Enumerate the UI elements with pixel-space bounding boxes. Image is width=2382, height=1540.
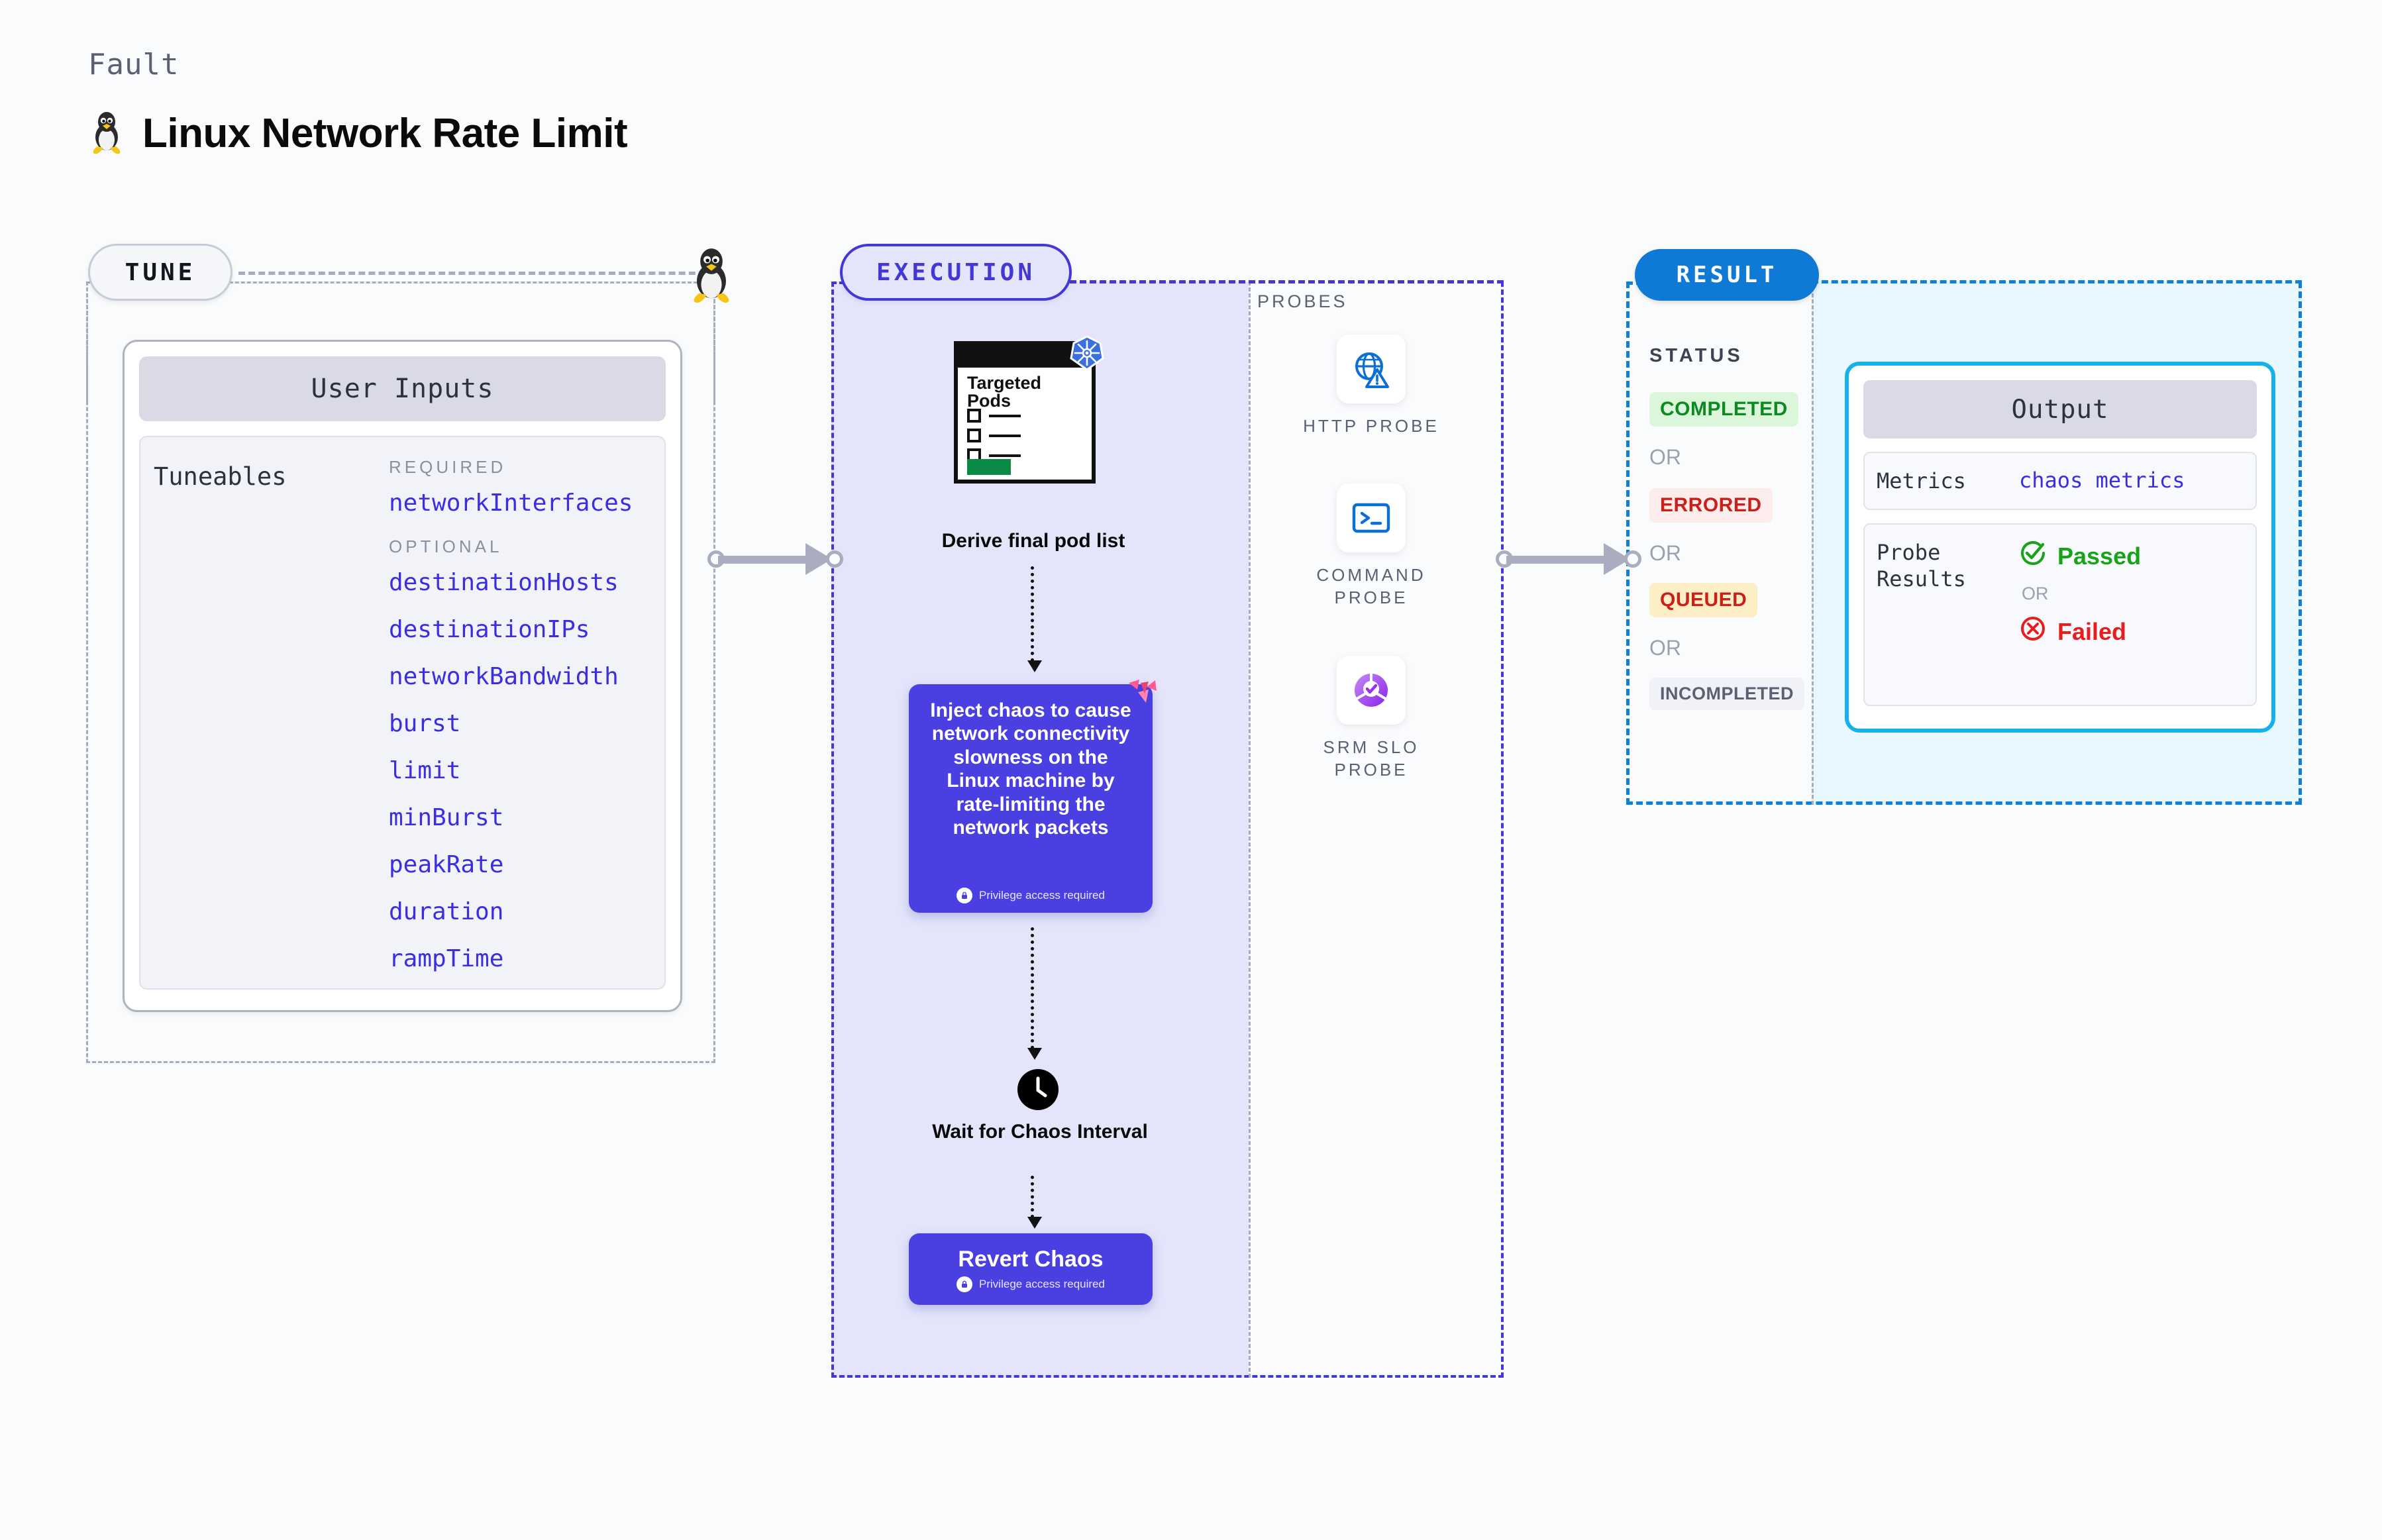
status-badge-incompleted: INCOMPLETED xyxy=(1649,678,1805,710)
output-title: Output xyxy=(1863,380,2257,438)
check-circle-icon xyxy=(2019,539,2047,573)
placeholder-line xyxy=(989,454,1021,457)
privilege-note-text: Privilege access required xyxy=(979,1277,1105,1290)
probes-divider xyxy=(1249,282,1251,1378)
metrics-value[interactable]: chaos metrics xyxy=(2019,468,2185,493)
status-badge-completed: COMPLETED xyxy=(1649,392,1798,427)
page-title-row: Linux Network Rate Limit xyxy=(88,109,628,158)
connector-execution-to-result xyxy=(1496,543,1645,575)
litmus-icon xyxy=(1126,678,1158,707)
failed-label: Failed xyxy=(2057,617,2127,645)
output-card: Output Metrics chaos metrics Probe Resul… xyxy=(1845,362,2275,733)
status-badge-queued: QUEUED xyxy=(1649,583,1758,617)
tuneable-burst[interactable]: burst xyxy=(389,710,461,737)
lock-icon xyxy=(957,1276,973,1292)
probe-results-row: Probe Results Passed OR xyxy=(1863,523,2257,706)
linux-penguin-icon xyxy=(88,109,125,158)
clock-icon xyxy=(1017,1069,1059,1110)
tuneables-label: Tuneables xyxy=(154,462,287,491)
pods-list-item xyxy=(967,429,1021,442)
probes-section-label: PROBES xyxy=(1257,291,1348,311)
status-divider xyxy=(1812,282,1814,805)
x-circle-icon xyxy=(2019,615,2047,648)
slo-donut-check-icon xyxy=(1337,656,1406,725)
tuneable-minburst[interactable]: minBurst xyxy=(389,804,504,831)
passed-label: Passed xyxy=(2057,542,2142,570)
probe-tile-http[interactable]: HTTP PROBE xyxy=(1295,334,1447,438)
terminal-icon xyxy=(1337,484,1406,552)
tune-section-pill: TUNE xyxy=(88,244,233,301)
tuneables-panel: Tuneables REQUIRED networkInterfaces OPT… xyxy=(139,436,666,990)
placeholder-line xyxy=(989,414,1021,417)
pods-highlight-bar xyxy=(967,459,1011,475)
page-title: Linux Network Rate Limit xyxy=(142,111,628,156)
globe-warning-icon xyxy=(1337,334,1406,403)
pods-card-titlebar xyxy=(958,345,1092,368)
status-or-3: OR xyxy=(1649,636,1681,660)
metrics-key: Metrics xyxy=(1877,468,1966,493)
probe-tile-command[interactable]: COMMAND PROBE xyxy=(1295,484,1447,609)
placeholder-line xyxy=(989,434,1021,437)
privilege-note: Privilege access required xyxy=(957,1276,1105,1292)
user-inputs-card: User Inputs Tuneables REQUIRED networkIn… xyxy=(123,340,682,1012)
tune-top-connector xyxy=(238,272,715,275)
execution-section-pill: EXECUTION xyxy=(840,244,1072,301)
flow-arrow-to-revert xyxy=(1027,1176,1042,1229)
inject-chaos-card: Inject chaos to cause network connectivi… xyxy=(909,680,1157,913)
tuneable-networkbandwidth[interactable]: networkBandwidth xyxy=(389,663,619,690)
probe-label-srm-slo: SRM SLO PROBE xyxy=(1323,737,1420,780)
targeted-pods-card: Targeted Pods xyxy=(954,335,1106,484)
result-section-pill: RESULT xyxy=(1635,249,1819,301)
probe-result-or: OR xyxy=(2022,584,2049,603)
revert-chaos-card: Revert Chaos Privilege access required xyxy=(909,1233,1153,1305)
lock-icon xyxy=(957,888,973,903)
tuneable-ramptime[interactable]: rampTime xyxy=(389,945,504,972)
linux-penguin-icon xyxy=(686,245,737,303)
tuneable-destinationips[interactable]: destinationIPs xyxy=(389,616,590,643)
tuneable-duration[interactable]: duration xyxy=(389,898,504,925)
probe-label-command: COMMAND PROBE xyxy=(1316,565,1426,607)
tuneable-networkinterfaces[interactable]: networkInterfaces xyxy=(389,489,633,517)
status-or-2: OR xyxy=(1649,541,1681,565)
tune-section-boundary-body xyxy=(86,282,715,1063)
kubernetes-icon xyxy=(1068,334,1106,372)
execution-section-boundary xyxy=(831,282,1504,1378)
targeted-pods-title: Targeted Pods xyxy=(967,373,1042,411)
tuneables-list: REQUIRED networkInterfaces OPTIONAL dest… xyxy=(389,457,651,975)
probe-tile-srm-slo[interactable]: SRM SLO PROBE xyxy=(1295,656,1447,782)
flow-arrow-to-wait xyxy=(1027,927,1042,1060)
execution-top-connector xyxy=(1070,280,1504,283)
tuneable-destinationhosts[interactable]: destinationHosts xyxy=(389,569,619,596)
probe-label-http: HTTP PROBE xyxy=(1303,416,1439,436)
probe-result-passed: Passed xyxy=(2019,539,2141,573)
optional-group-label: OPTIONAL xyxy=(389,537,503,556)
fault-kind-label: Fault xyxy=(88,48,180,81)
pods-list-item xyxy=(967,409,1021,423)
wait-for-chaos-caption: Wait for Chaos Interval xyxy=(932,1121,1148,1143)
status-or-1: OR xyxy=(1649,445,1681,469)
derive-pod-list-caption: Derive final pod list xyxy=(941,530,1125,552)
probe-results-values: Passed OR Failed xyxy=(2019,539,2141,690)
probe-result-failed: Failed xyxy=(2019,615,2141,648)
tuneable-limit[interactable]: limit xyxy=(389,757,461,784)
inject-chaos-description: Inject chaos to cause network connectivi… xyxy=(930,699,1131,839)
result-top-connector xyxy=(1812,280,2302,283)
checkbox-icon xyxy=(967,409,981,423)
status-badge-errored: ERRORED xyxy=(1649,488,1773,523)
privilege-note: Privilege access required xyxy=(957,888,1105,903)
connector-tune-to-execution xyxy=(707,543,843,575)
user-inputs-title: User Inputs xyxy=(139,356,666,421)
checkbox-icon xyxy=(967,429,981,442)
metrics-row: Metrics chaos metrics xyxy=(1863,452,2257,510)
status-column-label: STATUS xyxy=(1649,345,1743,366)
tuneable-peakrate[interactable]: peakRate xyxy=(389,851,504,878)
privilege-note-text: Privilege access required xyxy=(979,889,1105,901)
required-group-label: REQUIRED xyxy=(389,457,507,477)
probe-results-key: Probe Results xyxy=(1877,540,1966,591)
flow-arrow-to-inject xyxy=(1027,566,1042,672)
revert-chaos-title: Revert Chaos xyxy=(958,1246,1104,1272)
